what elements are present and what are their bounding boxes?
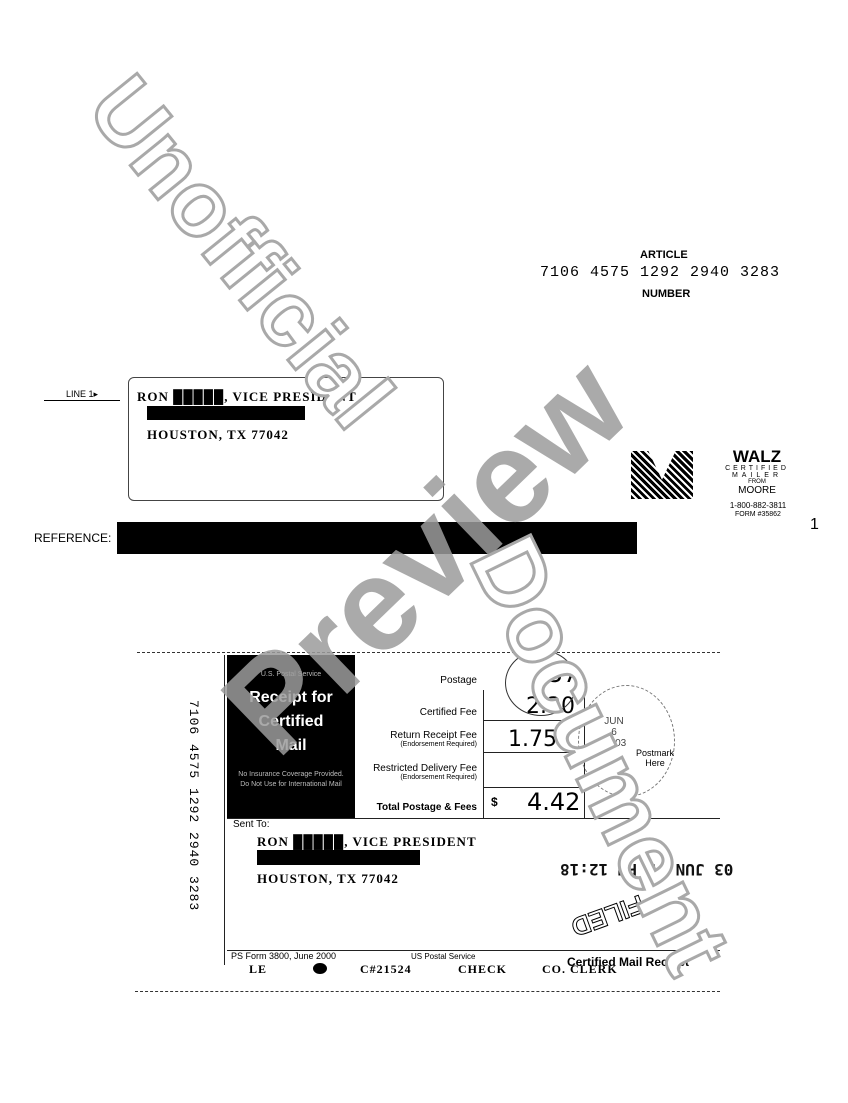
receipt-note: No Insurance Coverage Provided. Do Not U… [238, 771, 344, 788]
brand-form: FORM #35862 [735, 511, 781, 518]
redacted-line [147, 406, 305, 420]
restricted-text: Restricted Delivery Fee [373, 763, 477, 774]
address-line3: HOUSTON, TX 77042 [147, 427, 289, 442]
postage-label: Postage [440, 675, 477, 686]
address-label: RON █████, VICE PRESIDENT HOUSTON, TX 77… [128, 377, 444, 501]
filed-timestamp-stamp: 03 JUN -9 PM 12:18 [560, 860, 734, 879]
brand-sub1: CERTIFIED [725, 465, 789, 472]
return-receipt-text: Return Receipt Fee [390, 730, 477, 741]
number-label: NUMBER [642, 288, 691, 300]
brand-maker: MOORE [738, 485, 776, 496]
brand-sub2: MAILER [731, 472, 783, 479]
restricted-sub: (Endorsement Required) [400, 774, 477, 781]
article-number: 7106 4575 1292 2940 3283 [540, 264, 781, 281]
handwritten-circle [505, 650, 577, 716]
currency-symbol: $ [491, 795, 498, 809]
bottom-field-clerk: CO. CLERK [542, 962, 618, 976]
bottom-field-le: LE [249, 962, 268, 976]
brand-from: FROM [748, 479, 766, 485]
recipient-line3: HOUSTON, TX 77042 [257, 871, 399, 886]
address-line1: RON █████, VICE PRESIDENT [137, 389, 357, 404]
footer-title: Certified Mail Receipt [567, 955, 690, 969]
bottom-field-check-number: C#21524 [360, 962, 412, 976]
recipient-line1: RON █████, VICE PRESIDENT [257, 834, 477, 849]
page-number: 1 [810, 516, 819, 533]
receipt-title-block: U.S. Postal Service Receipt for Certifie… [227, 655, 355, 818]
form-id: PS Form 3800, June 2000 [231, 951, 337, 961]
brand-phone: 1-800-882-3811 [729, 501, 787, 510]
receipt-service: U.S. Postal Service [260, 671, 322, 678]
filed-stamp: FILED [567, 889, 649, 944]
total-value: 4.42 [527, 788, 581, 816]
walz-brand: WALZ CERTIFIED MAILER FROM MOORE [722, 448, 792, 496]
line1-tag: LINE 1▸ [44, 389, 120, 401]
redacted-recipient [257, 850, 420, 865]
article-label: ARTICLE [640, 249, 688, 261]
return-receipt-sub: (Endorsement Required) [400, 741, 477, 748]
ink-blot [313, 963, 327, 974]
postmark-here: Postmark Here [635, 748, 674, 768]
restricted-delivery-label: Restricted Delivery Fee(Endorsement Requ… [373, 763, 477, 781]
brand-name: WALZ [732, 447, 782, 466]
reference-label: REFERENCE: [34, 531, 112, 545]
sent-to-label: Sent To: [233, 819, 270, 830]
usps-label: US Postal Service [411, 952, 476, 961]
walz-logo [631, 451, 693, 499]
postmark-date: JUN 6 2003 [604, 716, 627, 749]
certified-fee-label: Certified Fee [419, 707, 477, 718]
receipt-title: Receipt for Certified Mail [249, 689, 333, 754]
bottom-field-check: CHECK [458, 962, 508, 976]
return-receipt-value: 1.75 [508, 727, 557, 752]
total-label: Total Postage & Fees [376, 802, 477, 813]
postmark-stamp: JUN 6 2003 [578, 685, 675, 797]
redacted-reference [117, 522, 637, 554]
return-receipt-label: Return Receipt Fee(Endorsement Required) [390, 730, 477, 748]
receipt-vertical-number: 7106 4575 1292 2940 3283 [186, 700, 201, 912]
